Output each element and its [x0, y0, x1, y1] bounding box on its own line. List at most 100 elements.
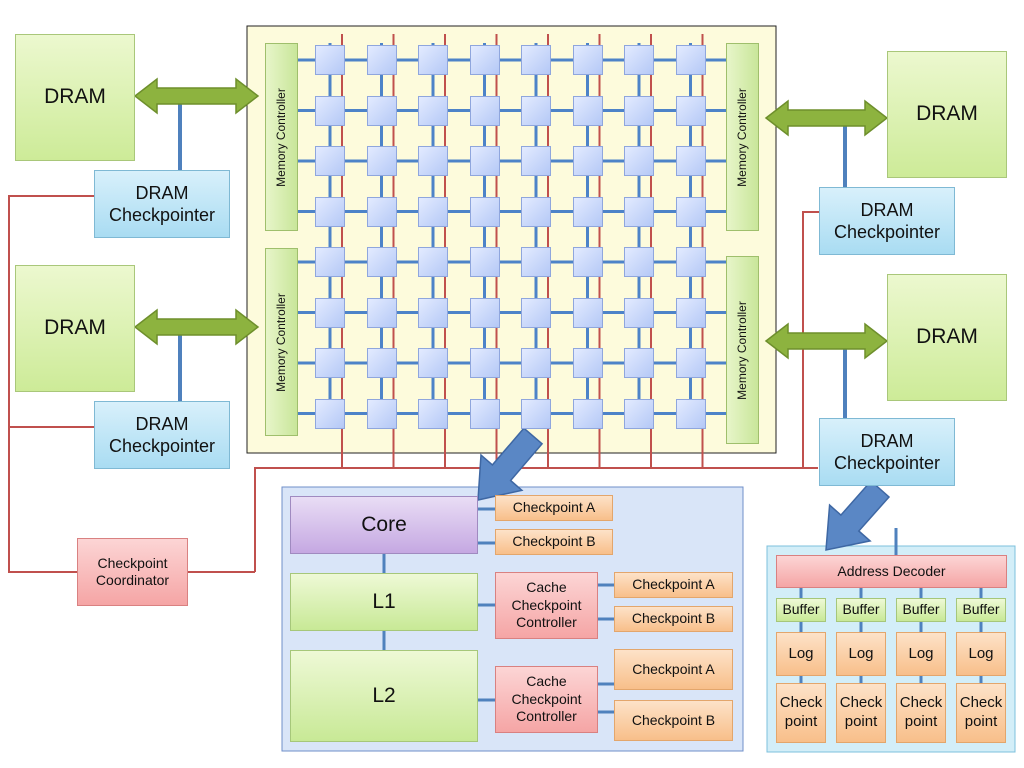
mesh-tile [418, 297, 448, 328]
mesh-tile [418, 398, 448, 429]
checkpoint-block: Check point [836, 683, 886, 743]
dram-link-arrow [764, 99, 889, 137]
dram-checkpointer-bottom-right: DRAM Checkpointer [819, 418, 955, 486]
left-checkpoint-link [8, 195, 94, 573]
mesh-tile [469, 196, 500, 227]
checkpoint-block: Check point [776, 683, 826, 743]
mesh-chip [246, 25, 777, 454]
memory-controller-bottom-left: Memory Controller [265, 248, 298, 436]
mesh-tile [469, 398, 500, 429]
log-block: Log [896, 632, 946, 676]
mesh-tile [572, 196, 603, 227]
mesh-tile [418, 247, 448, 277]
mesh-tile [624, 146, 654, 176]
dram-checkpointer-bottom-left: DRAM Checkpointer [94, 401, 230, 469]
mesh-tile [572, 95, 603, 126]
memory-controller-label: Memory Controller [274, 292, 289, 392]
mesh-tile [469, 247, 500, 277]
memory-controller-label: Memory Controller [735, 87, 750, 187]
l2-checkpoint-b: Checkpoint B [614, 700, 733, 741]
mesh-tile [675, 196, 706, 227]
checkpoint-bus [254, 467, 818, 572]
dram-checkpointer-top-right: DRAM Checkpointer [819, 187, 955, 255]
mesh-tile [675, 247, 706, 277]
mesh-tile [418, 348, 448, 378]
mesh-tile [675, 146, 706, 176]
dram-link-arrow [133, 77, 260, 115]
mesh-tile [675, 95, 706, 126]
zoom-arrow-tile [477, 427, 544, 501]
dram-bottom-left: DRAM [15, 265, 135, 392]
l2-checkpoint-a: Checkpoint A [614, 649, 733, 690]
l1-checkpoint-a: Checkpoint A [614, 572, 733, 598]
mesh-tile [521, 196, 551, 227]
mesh-tile [366, 398, 397, 429]
mesh-tile [675, 45, 706, 75]
mesh-tile [418, 45, 448, 75]
core-checkpoint-a: Checkpoint A [495, 495, 613, 521]
mesh-tile [521, 398, 551, 429]
dram-link-arrow [764, 322, 889, 360]
mesh-tile [521, 45, 551, 75]
checkpoint-block: Check point [956, 683, 1006, 743]
address-decoder: Address Decoder [776, 555, 1007, 588]
mesh-tile [315, 95, 345, 126]
dram-top-left: DRAM [15, 34, 135, 161]
dram-bottom-right: DRAM [887, 274, 1007, 401]
mesh-tile [675, 348, 706, 378]
mesh-tile [675, 297, 706, 328]
mesh-tile [624, 297, 654, 328]
mesh-tile [675, 398, 706, 429]
mesh-tile [315, 196, 345, 227]
mesh-tile [572, 146, 603, 176]
buffer-block: Buffer [836, 598, 886, 622]
mesh-tile [521, 146, 551, 176]
l2-cache-checkpoint-controller: Cache Checkpoint Controller [495, 666, 598, 733]
mesh-tile [572, 247, 603, 277]
mesh-tile [572, 398, 603, 429]
mesh-tile [624, 196, 654, 227]
mesh-tile [418, 95, 448, 126]
mesh-tile [315, 247, 345, 277]
dram-checkpointer-top-left: DRAM Checkpointer [94, 170, 230, 238]
mesh-tile [572, 348, 603, 378]
dram-top-right: DRAM [887, 51, 1007, 178]
dram-link-arrow [133, 308, 260, 346]
mesh-tile [624, 247, 654, 277]
mesh-tile [315, 348, 345, 378]
checkpoint-coordinator: Checkpoint Coordinator [77, 538, 188, 606]
memory-controller-label: Memory Controller [274, 87, 289, 187]
mesh-tile [366, 146, 397, 176]
mesh-tile [418, 146, 448, 176]
l2-cache: L2 [290, 650, 478, 742]
mesh-tile [624, 45, 654, 75]
mesh-tile [572, 297, 603, 328]
mesh-tile [572, 45, 603, 75]
mesh-tile [418, 196, 448, 227]
l1-cache: L1 [290, 573, 478, 631]
mesh-tile [469, 297, 500, 328]
buffer-block: Buffer [896, 598, 946, 622]
mesh-tile [469, 146, 500, 176]
mesh-tile [521, 348, 551, 378]
mesh-tile [366, 45, 397, 75]
core-block: Core [290, 496, 478, 554]
log-block: Log [836, 632, 886, 676]
l1-checkpoint-b: Checkpoint B [614, 606, 733, 632]
mesh-tile [624, 398, 654, 429]
core-checkpoint-b: Checkpoint B [495, 529, 613, 555]
right-checkpoint-link [802, 211, 819, 468]
mesh-tile [366, 348, 397, 378]
mesh-tile [315, 146, 345, 176]
mesh-tile [469, 45, 500, 75]
mesh-tile [366, 247, 397, 277]
mesh-tile [624, 348, 654, 378]
memory-links [178, 98, 983, 714]
mesh-tile [315, 398, 345, 429]
memory-controller-bottom-right: Memory Controller [726, 256, 759, 444]
log-block: Log [956, 632, 1006, 676]
mesh-tile [315, 45, 345, 75]
memory-controller-top-right: Memory Controller [726, 43, 759, 231]
log-block: Log [776, 632, 826, 676]
mesh-tile [366, 297, 397, 328]
